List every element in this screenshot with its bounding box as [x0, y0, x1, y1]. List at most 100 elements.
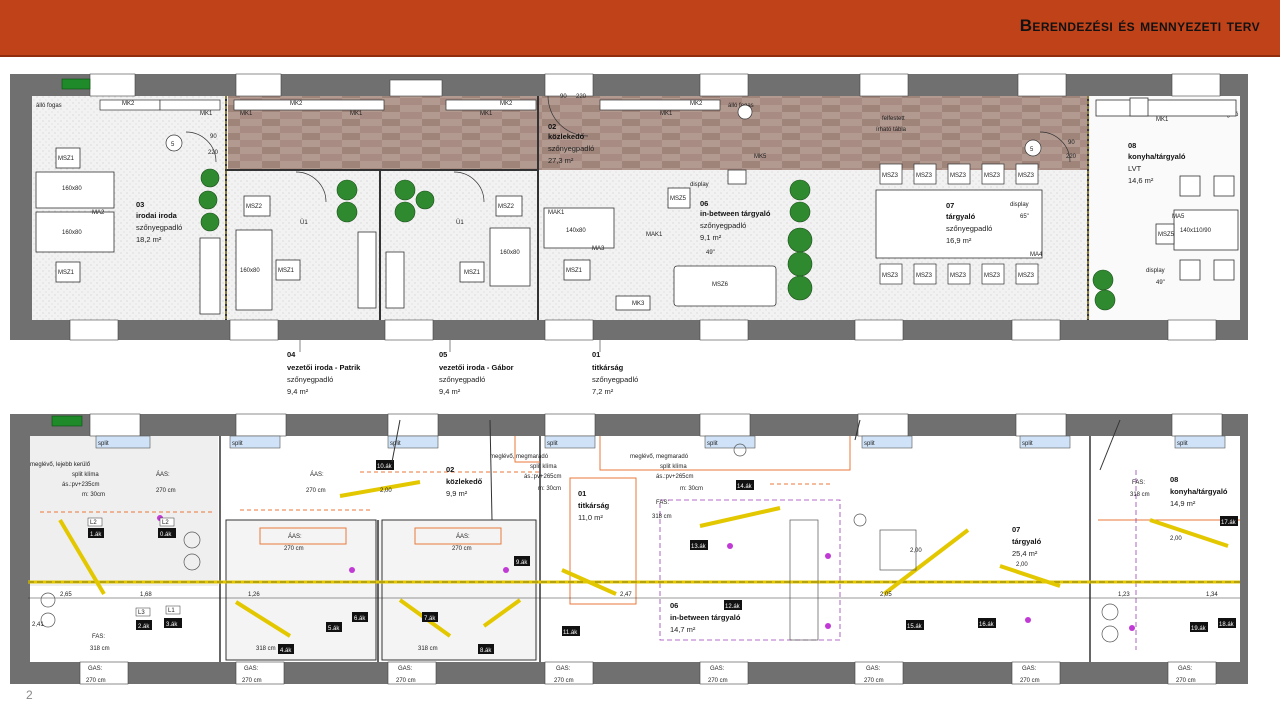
svg-text:270 cm: 270 cm [156, 488, 176, 494]
svg-text:11,0 m²: 11,0 m² [578, 513, 603, 522]
svg-text:25,4 m²: 25,4 m² [1012, 549, 1038, 558]
room-label-06: 06 in-between tárgyaló szőnyegpadló 9,1 … [700, 199, 771, 242]
svg-text:2,05: 2,05 [880, 592, 892, 598]
svg-text:270 cm: 270 cm [708, 678, 728, 684]
svg-text:szőnyegpadló: szőnyegpadló [136, 223, 182, 232]
svg-text:16.ák: 16.ák [979, 622, 995, 628]
svg-text:14,7 m²: 14,7 m² [670, 625, 696, 634]
svg-text:MK1: MK1 [350, 111, 363, 117]
svg-text:MA4: MA4 [1030, 252, 1043, 258]
svg-text:írható tábla: írható tábla [876, 127, 907, 133]
svg-text:display: display [1146, 268, 1165, 274]
svg-text:MK1: MK1 [200, 111, 213, 117]
svg-text:MK1: MK1 [480, 111, 493, 117]
svg-text:split: split [864, 441, 875, 447]
svg-text:ás.:pv+235cm: ás.:pv+235cm [62, 482, 100, 488]
svg-text:07: 07 [1012, 525, 1020, 534]
svg-text:split: split [1022, 441, 1033, 447]
room-label-08: 08 konyha/tárgyaló LVT 14,6 m² [1128, 141, 1186, 185]
svg-text:in-between tárgyaló: in-between tárgyaló [670, 613, 741, 622]
circuit-tags: L2 1.ák L2 0.ák L3 2.ák L1 3.ák 4.ák 5.á… [87, 460, 1238, 654]
svg-text:2,41: 2,41 [32, 622, 44, 628]
svg-text:meglévő, lejebb kerülő: meglévő, lejebb kerülő [30, 462, 91, 468]
svg-text:MA5: MA5 [1172, 214, 1185, 220]
ceiling-room-01: 01 titkárság 11,0 m² [578, 489, 610, 522]
svg-text:17.ák: 17.ák [1221, 520, 1237, 526]
svg-text:konyha/tárgyaló: konyha/tárgyaló [1128, 152, 1186, 161]
svg-text:MSZ3: MSZ3 [916, 173, 933, 179]
svg-text:MSZ3: MSZ3 [1018, 273, 1035, 279]
svg-text:felfestett: felfestett [882, 116, 905, 122]
ceiling-bottom-windows [79, 661, 1217, 685]
svg-text:konyha/tárgyaló: konyha/tárgyaló [1170, 487, 1228, 496]
svg-text:split klíma: split klíma [72, 472, 99, 478]
svg-text:90: 90 [1068, 140, 1075, 146]
svg-text:Ü1: Ü1 [456, 219, 464, 226]
svg-text:9.ák: 9.ák [516, 560, 528, 566]
svg-text:270 cm: 270 cm [284, 546, 304, 552]
svg-text:ÁAS:: ÁAS: [456, 533, 470, 540]
svg-text:in-between tárgyaló: in-between tárgyaló [700, 209, 771, 218]
svg-text:szőnyegpadló: szőnyegpadló [548, 144, 594, 153]
executive-desks [235, 195, 531, 311]
light-fixtures [40, 443, 1119, 643]
svg-text:L3: L3 [138, 610, 145, 616]
svg-text:220: 220 [1066, 154, 1077, 160]
ac-notes: meglévő, lejebb kerülő split klíma ás.:p… [30, 454, 703, 498]
svg-text:MAK1: MAK1 [646, 232, 663, 238]
svg-text:ÁAS:: ÁAS: [288, 533, 302, 540]
svg-text:160x80: 160x80 [62, 230, 82, 236]
svg-text:270 cm: 270 cm [864, 678, 884, 684]
slide-header-bar: Berendezési és mennyezeti terv [0, 0, 1280, 57]
svg-text:MSZ3: MSZ3 [882, 273, 899, 279]
svg-text:MK5: MK5 [754, 154, 767, 160]
svg-text:m: 30cm: m: 30cm [82, 492, 105, 498]
svg-text:160x80: 160x80 [240, 268, 260, 274]
height-markers: ÁAS: 270 cm ÁAS: 270 cm ÁAS: 270 cm ÁAS:… [90, 471, 1150, 652]
bottom-wall [10, 320, 1245, 340]
floor-plans: MK2 MK1 MK2 MK1 MK1 MK2 MK1 MK2 MK1 álló… [10, 73, 1248, 685]
left-wall [10, 74, 32, 340]
top-windows [89, 73, 1221, 97]
svg-text:szőnyegpadló: szőnyegpadló [946, 224, 992, 233]
svg-text:14,9 m²: 14,9 m² [1170, 499, 1196, 508]
svg-text:14,6 m²: 14,6 m² [1128, 176, 1154, 185]
svg-text:49": 49" [706, 250, 715, 256]
svg-text:GAS:: GAS: [398, 666, 413, 672]
svg-text:L1: L1 [168, 608, 175, 614]
svg-text:display: display [1010, 202, 1029, 208]
ceiling-plan: split split split split split split spli… [10, 413, 1248, 685]
svg-text:1,68: 1,68 [140, 592, 152, 598]
svg-text:03: 03 [136, 200, 144, 209]
svg-text:65": 65" [1020, 214, 1029, 220]
svg-text:270 cm: 270 cm [86, 678, 106, 684]
ceiling-zone-outlines [259, 436, 1240, 605]
svg-text:6.ák: 6.ák [354, 616, 366, 622]
svg-text:FAS:: FAS: [1132, 480, 1145, 486]
svg-text:01: 01 [592, 350, 600, 359]
svg-text:5.ák: 5.ák [328, 626, 340, 632]
svg-text:Ü1: Ü1 [300, 219, 308, 226]
svg-text:5: 5 [171, 142, 175, 148]
svg-text:160x80: 160x80 [62, 186, 82, 192]
room-label-02: 02 közlekedő szőnyegpadló 27,3 m² [548, 122, 594, 165]
right-wall [1240, 74, 1248, 340]
svg-text:270 cm: 270 cm [1020, 678, 1040, 684]
svg-text:270 cm: 270 cm [306, 488, 326, 494]
svg-text:MSZ3: MSZ3 [950, 273, 967, 279]
svg-text:1,26: 1,26 [248, 592, 260, 598]
svg-text:szőnyegpadló: szőnyegpadló [700, 221, 746, 230]
svg-text:MK1: MK1 [240, 111, 253, 117]
svg-text:GAS:: GAS: [866, 666, 881, 672]
gas-markers: GAS:270 cm GAS:270 cm GAS:270 cm GAS:270… [86, 666, 1196, 684]
svg-text:FAS:: FAS: [656, 500, 669, 506]
svg-text:MAK1: MAK1 [548, 210, 565, 216]
svg-text:MA3: MA3 [592, 246, 605, 252]
svg-text:split: split [707, 441, 718, 447]
svg-text:szőnyegpadló: szőnyegpadló [592, 375, 638, 384]
svg-text:MK2: MK2 [122, 101, 135, 107]
svg-text:9,1 m²: 9,1 m² [700, 233, 722, 242]
svg-text:220: 220 [576, 94, 587, 100]
svg-text:270 cm: 270 cm [554, 678, 574, 684]
exit-sign-icon [61, 78, 91, 90]
